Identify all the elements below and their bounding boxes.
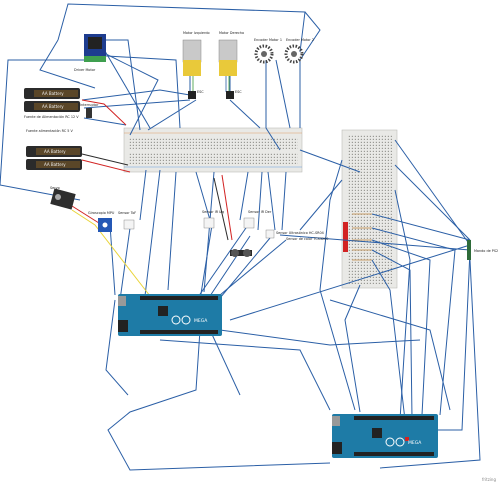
esc-left [188, 91, 196, 99]
tof-sensor [123, 219, 135, 230]
esc-right [226, 91, 234, 99]
tof-label: Sensor ToF [118, 211, 137, 215]
power-switch [86, 108, 92, 118]
blue-wires [0, 3, 481, 471]
ir-left-label: Sensor IR Izq [202, 210, 225, 214]
esc-right-label: ESC [235, 90, 242, 94]
mega-top-logo: MEGA [194, 318, 208, 324]
arduino-mega-bottom: MEGA [332, 414, 438, 458]
battery-label-c: AA Battery [44, 149, 66, 154]
motor-left-label: Motor Izquierdo [183, 31, 210, 35]
ultrasonic-label: Sensor Ultrasónico HC-SR04 [276, 231, 324, 235]
motor-driver [84, 34, 106, 62]
gyro-label: Giroscopio MPU [88, 211, 115, 215]
motor-right-label: Motor Derecho [219, 31, 245, 35]
servo [50, 188, 76, 210]
battery-label-a: AA Battery [42, 91, 64, 96]
battery-label-d: AA Battery [44, 162, 66, 167]
power-wires [71, 99, 233, 297]
servo-label: Servo [50, 186, 60, 190]
gyro-chip [102, 222, 108, 228]
encoder-right [284, 44, 304, 64]
ps2-label: Mando de PS2 [474, 249, 499, 253]
right-breadboard [341, 129, 398, 289]
encoder-right-label: Encoder Motor 2 [286, 38, 314, 42]
arduino-mega-top: MEGA [118, 294, 222, 336]
ps2-receiver [467, 240, 471, 260]
esc-left-label: ESC [197, 90, 204, 94]
switch-label: Interruptor [80, 103, 99, 107]
color-sensor [265, 229, 275, 239]
psu-12v-label: Fuente de Alimentación RC 12 V [24, 115, 79, 119]
motor-left [182, 39, 202, 92]
mega-bottom-logo: MEGA [408, 440, 422, 446]
ir-sensor-right [243, 217, 255, 229]
battery-label-b: AA Battery [42, 104, 64, 109]
motor-right [218, 39, 238, 92]
ir-sensor-left [203, 217, 215, 229]
encoder-left-label: Encoder Motor 1 [254, 38, 282, 42]
battery-pack-12v [24, 88, 80, 112]
ir-right-label: Sensor IR Der [248, 210, 272, 214]
encoder-left [254, 44, 274, 64]
main-breadboard [123, 127, 303, 173]
color-sensor-label: Sensor de color TCS3200 [286, 237, 329, 241]
driver-label: Driver Motor [74, 68, 96, 72]
ultrasonic-sensor [230, 249, 252, 257]
fritzing-watermark: fritzing [481, 477, 496, 482]
battery-pack-5v [26, 146, 82, 170]
psu-5v-label: Fuente alimentación RC 5 V [26, 129, 73, 133]
